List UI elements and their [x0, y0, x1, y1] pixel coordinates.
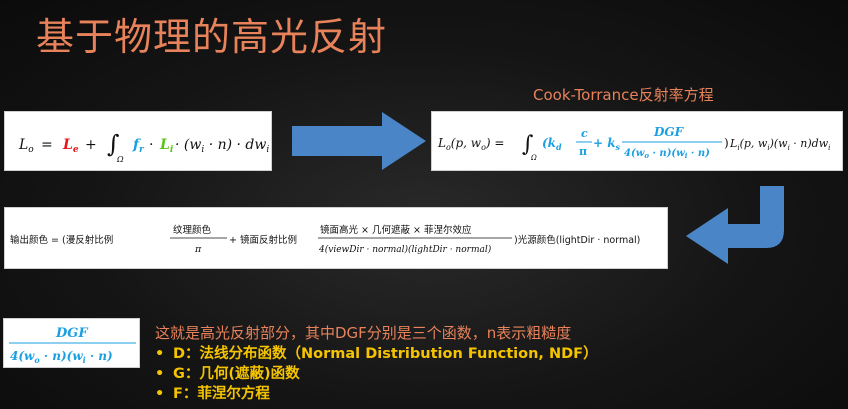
fr-symbol: f	[132, 137, 142, 153]
svg-text:(kd: (kd	[542, 136, 562, 152]
list-item: •F：菲涅尔方程	[155, 386, 270, 402]
svg-text:+: +	[85, 137, 97, 153]
svg-text:=: =	[41, 137, 53, 153]
arrow-right-icon	[292, 112, 426, 170]
svg-text:DGF: DGF	[55, 326, 88, 341]
output-color-equation-box: 输出颜色 = (漫反射比例 纹理颜色 π + 镜面反射比例 镜面高光 × 几何遮…	[4, 207, 668, 269]
bullet-f: F：菲涅尔方程	[173, 386, 270, 402]
equation-caption: Cook-Torrance反射率方程	[533, 86, 714, 104]
svg-text:镜面高光 × 几何遮蔽 × 菲涅尔效应: 镜面高光 × 几何遮蔽 × 菲涅尔效应	[320, 224, 472, 236]
svg-text:4(wo · n)(wi · n): 4(wo · n)(wi · n)	[10, 349, 113, 365]
svg-text:c: c	[581, 127, 588, 140]
page-title: 基于物理的高光反射	[36, 15, 388, 59]
svg-text:·: ·	[149, 137, 153, 153]
output-color-equation: 输出颜色 = (漫反射比例 纹理颜色 π + 镜面反射比例 镜面高光 × 几何遮…	[10, 224, 640, 255]
svg-text:Li(p, wi)(wi · n)dwi: Li(p, wi)(wi · n)dwi	[729, 137, 830, 152]
svg-text:Lo(p, wo) =: Lo(p, wo) =	[437, 136, 504, 152]
rendering-equation: Lo = Le + ∫ Ω fr · Li · (wi · n) · dwi	[18, 130, 269, 164]
list-item: •G：几何(遮蔽)函数	[155, 366, 300, 382]
svg-text:)光源颜色(lightDir · normal): )光源颜色(lightDir · normal)	[514, 234, 640, 246]
bullet-d: D：法线分布函数（Normal Distribution Function, N…	[173, 346, 598, 362]
svg-text:Lo: Lo	[18, 137, 34, 155]
function-list: •D：法线分布函数（Normal Distribution Function, …	[155, 344, 598, 404]
svg-text:+ ks: + ks	[593, 136, 621, 152]
description-text: 这就是高光反射部分，其中DGF分别是三个函数，n表示粗糙度	[155, 324, 572, 342]
cook-torrance-equation-box: Lo(p, wo) = ∫ Ω (kd c π + ks DGF 4(wo · …	[431, 111, 843, 171]
svg-text:纹理颜色: 纹理颜色	[173, 224, 212, 236]
arrow-turn-left-icon	[686, 186, 784, 264]
svg-text:Ω: Ω	[116, 155, 124, 164]
lo-symbol: L	[18, 137, 28, 153]
svg-text:Le: Le	[62, 137, 79, 155]
le-symbol: L	[62, 137, 73, 153]
dgf-fraction: DGF 4(wo · n)(wi · n)	[9, 326, 136, 365]
svg-text:DGF: DGF	[653, 125, 685, 139]
dgf-fraction-box: DGF 4(wo · n)(wi · n)	[3, 318, 140, 368]
list-item: •D：法线分布函数（Normal Distribution Function, …	[155, 346, 598, 362]
svg-text:π: π	[579, 145, 587, 158]
svg-text:4(wo · n)(wi · n): 4(wo · n)(wi · n)	[624, 148, 710, 160]
li-symbol: L	[159, 137, 170, 153]
integral-sign: ∫	[107, 130, 120, 158]
svg-text:): )	[724, 136, 729, 150]
svg-text:π: π	[194, 244, 202, 255]
svg-text:4(viewDir · normal)(lightDir ·: 4(viewDir · normal)(lightDir · normal)	[318, 244, 492, 255]
svg-text:Li: Li	[159, 137, 174, 155]
rendering-equation-box: Lo = Le + ∫ Ω fr · Li · (wi · n) · dwi	[4, 111, 272, 171]
svg-text:输出颜色 = (漫反射比例: 输出颜色 = (漫反射比例	[10, 234, 113, 246]
svg-text:· (wi · n) · dwi: · (wi · n) · dwi	[175, 137, 269, 155]
svg-text:Ω: Ω	[530, 154, 537, 162]
svg-text:+ 镜面反射比例: + 镜面反射比例	[229, 234, 297, 246]
cook-torrance-equation: Lo(p, wo) = ∫ Ω (kd c π + ks DGF 4(wo · …	[437, 125, 830, 162]
svg-text:fr: fr	[132, 137, 145, 155]
integral-sign: ∫	[522, 132, 534, 157]
bullet-g: G：几何(遮蔽)函数	[173, 366, 300, 382]
